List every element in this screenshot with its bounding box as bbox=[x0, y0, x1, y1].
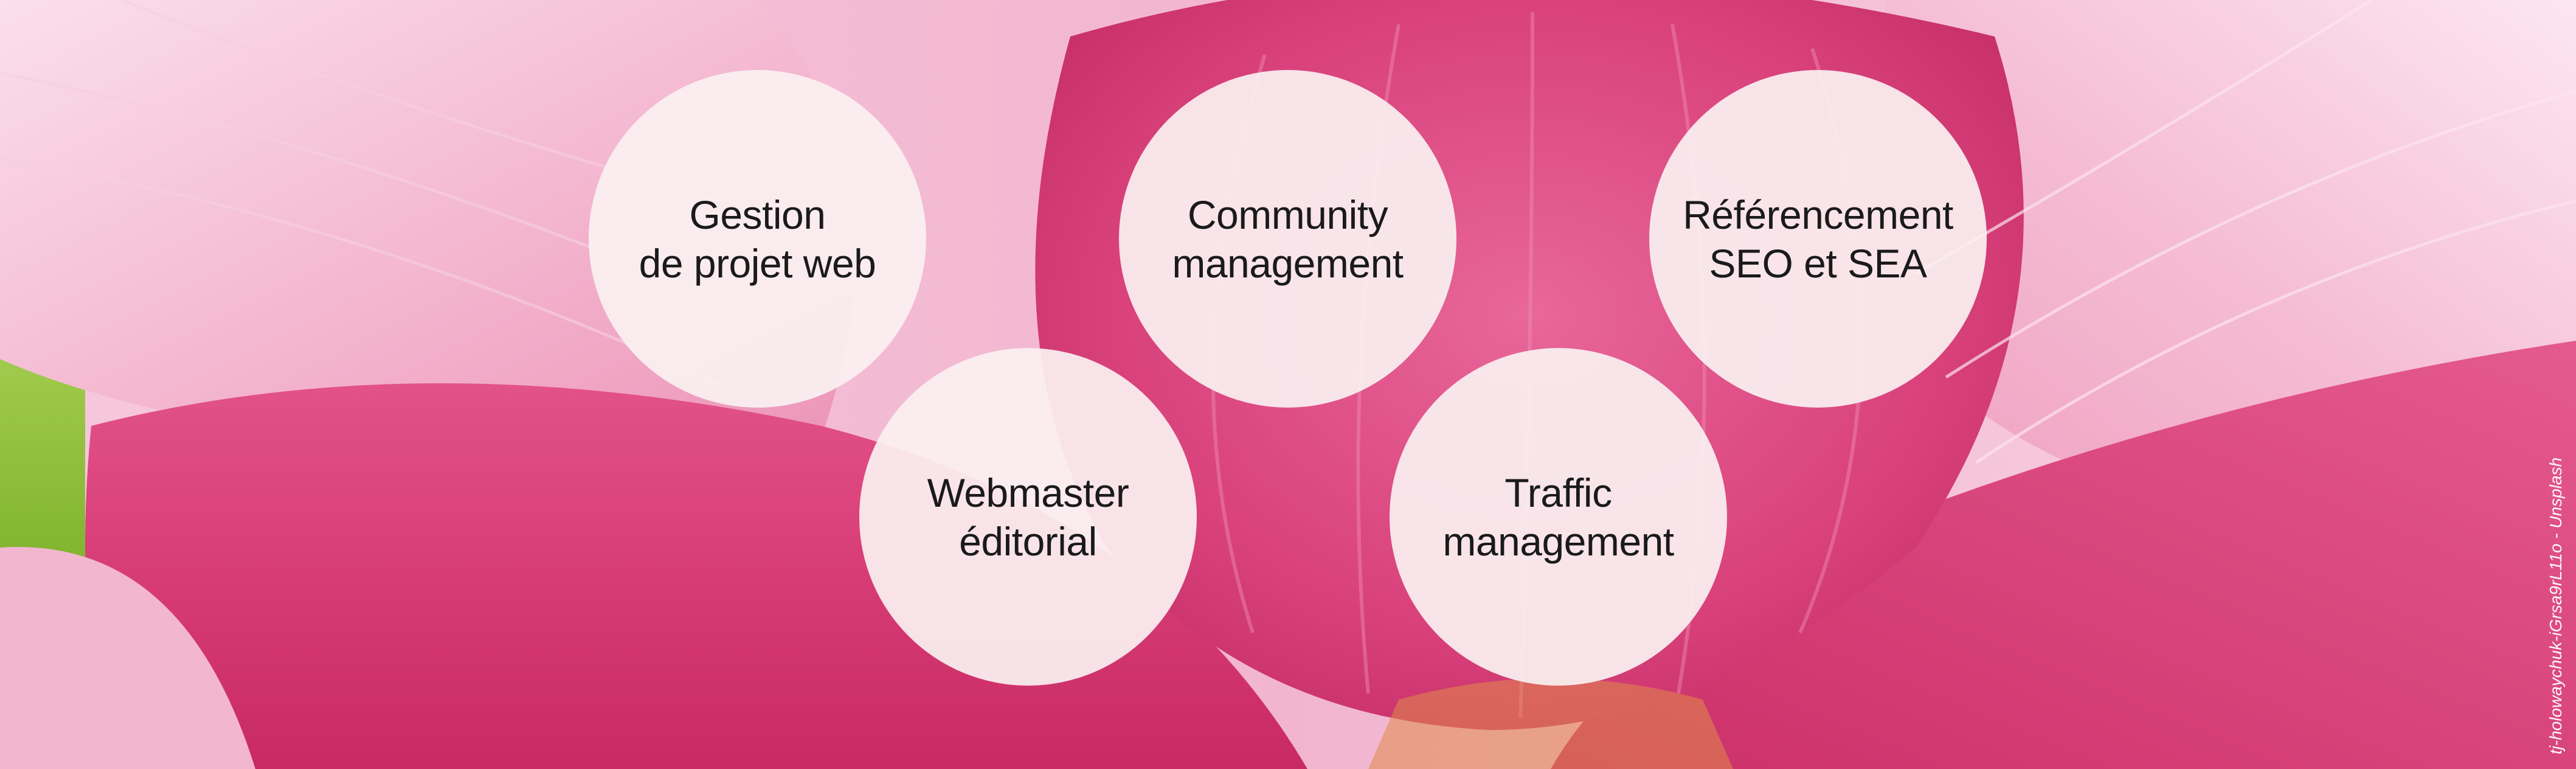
service-label: Community management bbox=[1172, 190, 1404, 288]
service-bubble-project-management: Gestion de projet web bbox=[589, 70, 926, 408]
service-label-line: management bbox=[1442, 518, 1674, 564]
service-label: Référencement SEO et SEA bbox=[1683, 190, 1953, 288]
service-bubble-community-management: Community management bbox=[1119, 70, 1456, 408]
service-label-line: Traffic bbox=[1504, 470, 1612, 515]
service-label-line: Référencement bbox=[1683, 192, 1953, 237]
service-label-line: Webmaster bbox=[927, 470, 1129, 515]
service-label-line: Gestion bbox=[689, 192, 826, 237]
service-label: Traffic management bbox=[1442, 468, 1674, 566]
service-label-line: management bbox=[1172, 240, 1404, 286]
service-label-line: éditorial bbox=[959, 518, 1097, 564]
service-bubble-seo-sea: Référencement SEO et SEA bbox=[1649, 70, 1987, 408]
service-label: Webmaster éditorial bbox=[927, 468, 1129, 566]
service-bubble-webmaster: Webmaster éditorial bbox=[859, 348, 1197, 686]
service-label-line: de projet web bbox=[639, 240, 876, 286]
service-label-line: SEO et SEA bbox=[1709, 240, 1927, 286]
photo-credit: tj-holowaychuk-iGrsa9rL11o - Unsplash bbox=[2546, 457, 2565, 754]
service-bubble-traffic-management: Traffic management bbox=[1390, 348, 1727, 686]
service-label: Gestion de projet web bbox=[639, 190, 876, 288]
service-label-line: Community bbox=[1187, 192, 1388, 237]
